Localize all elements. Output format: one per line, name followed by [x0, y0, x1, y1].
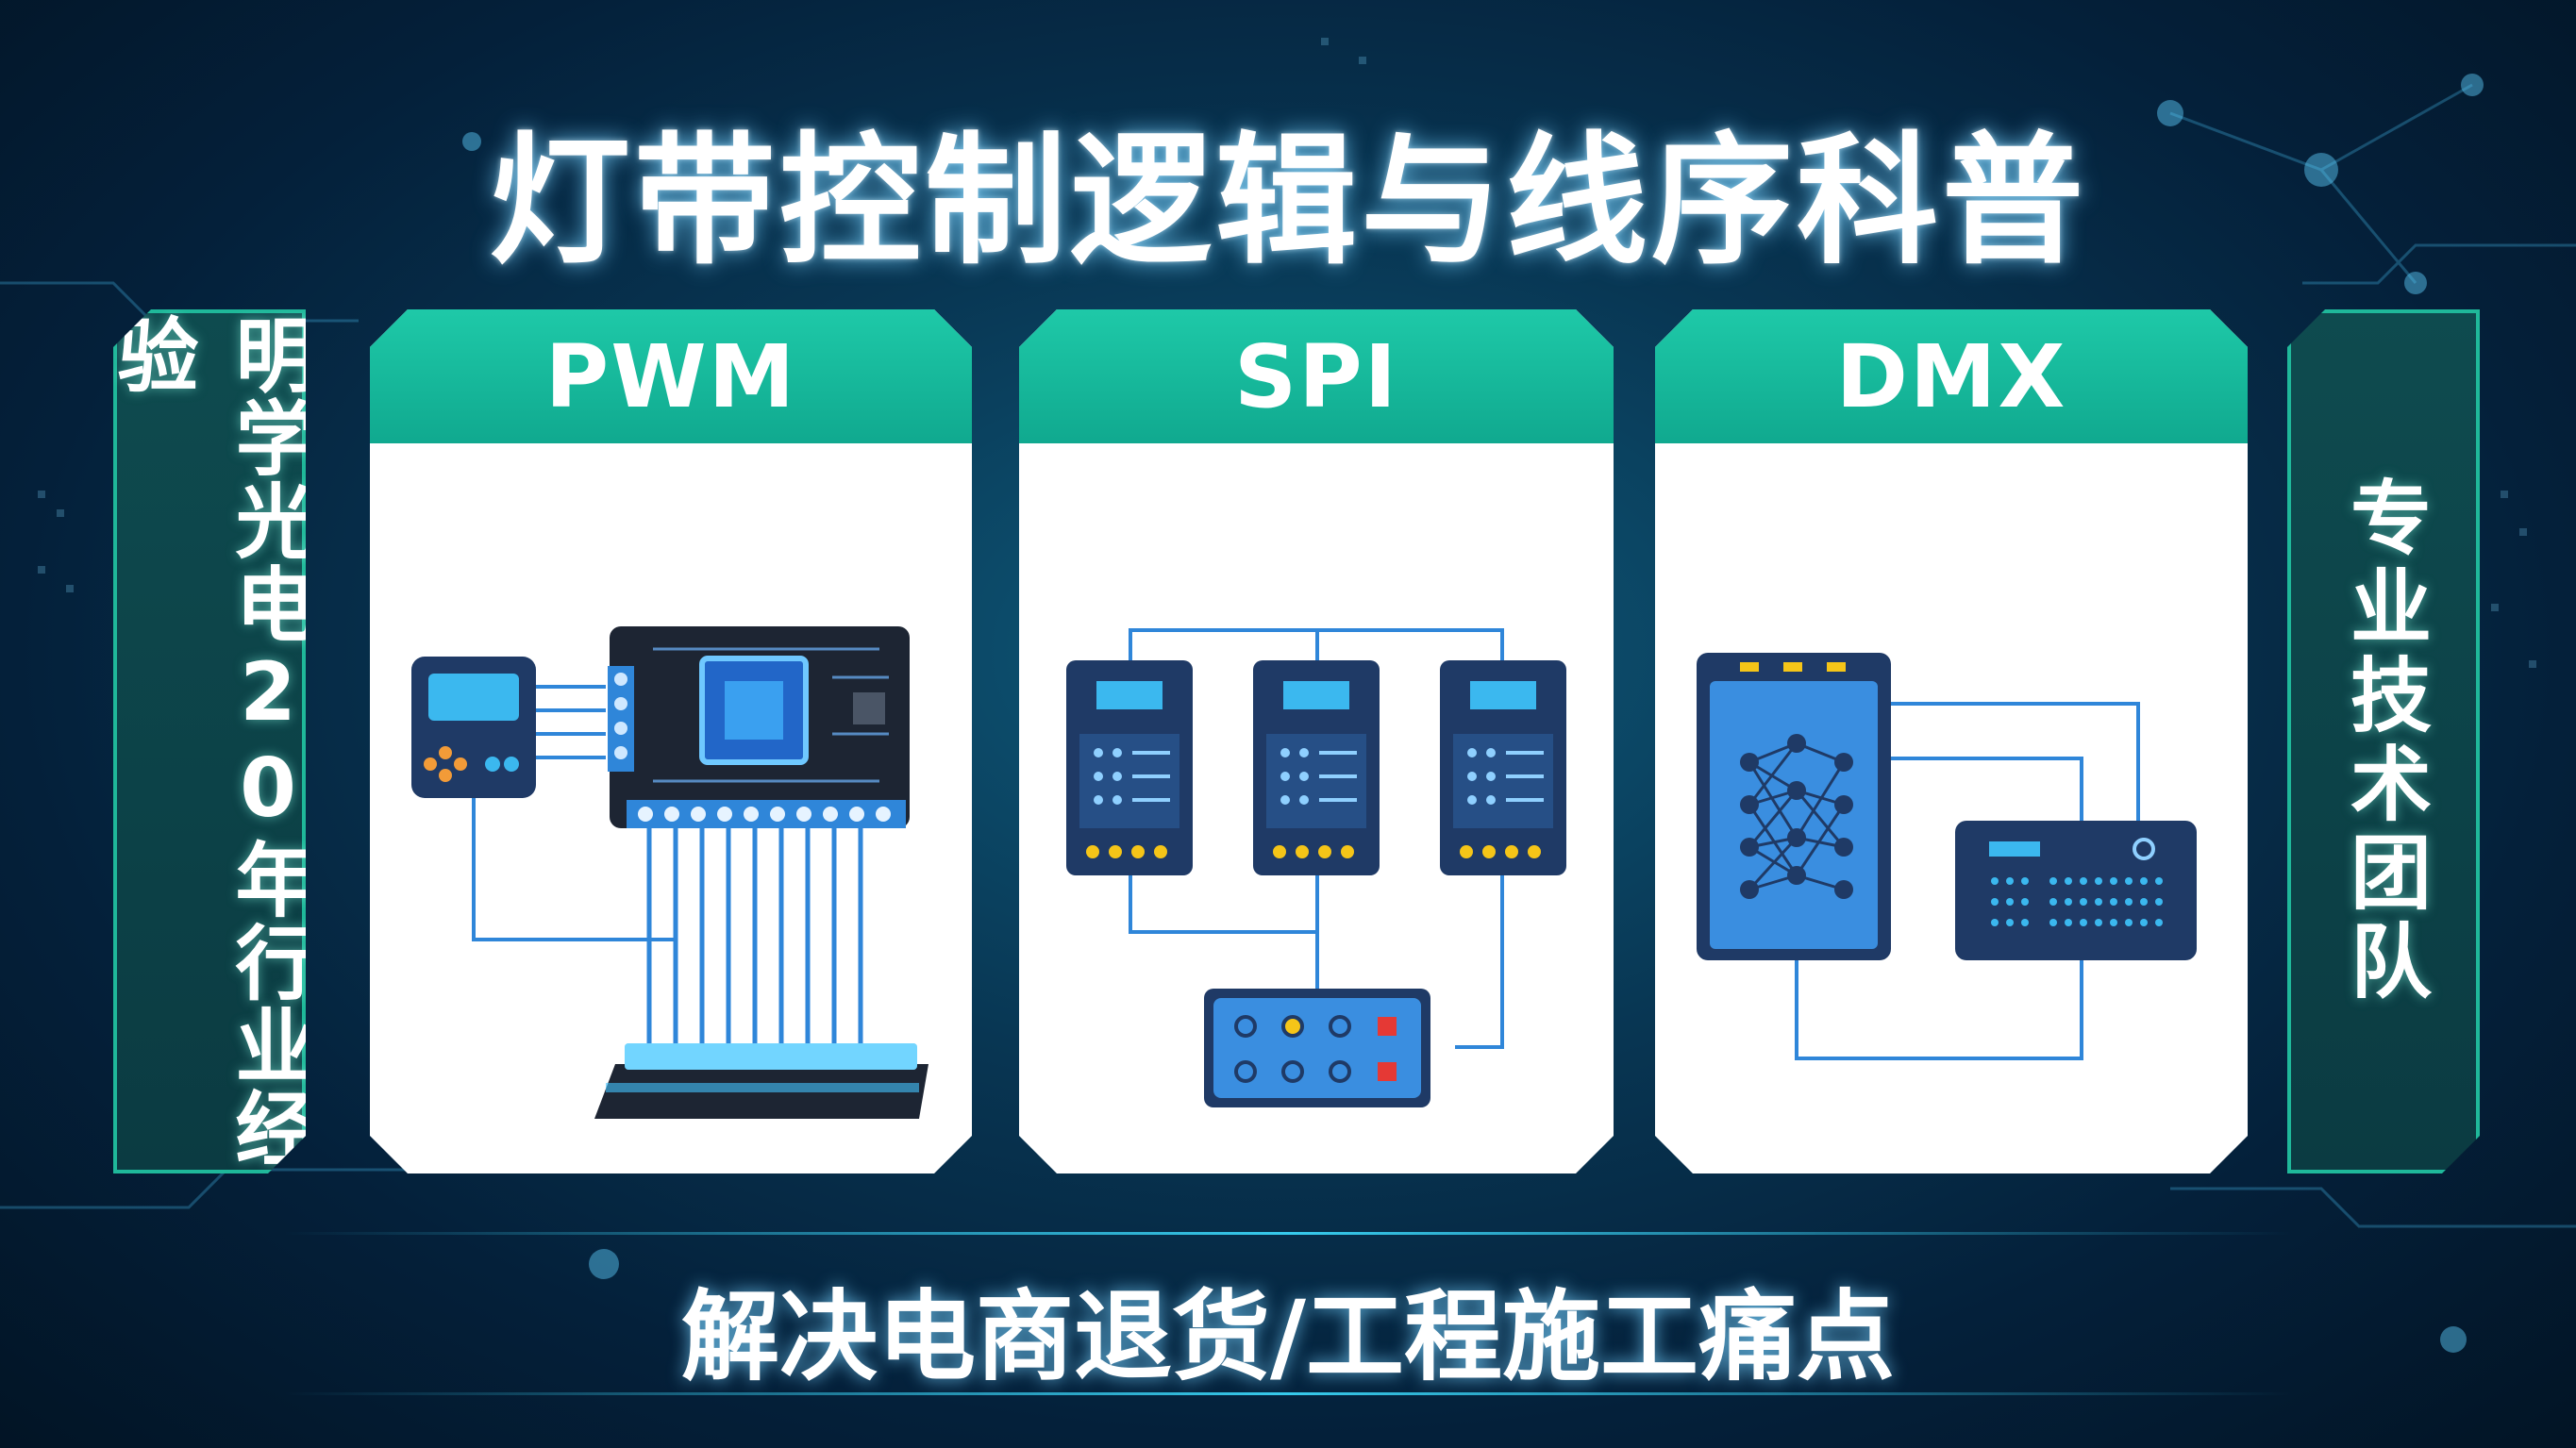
spi-controller-1-icon [1066, 660, 1193, 875]
card-pwm-header: PWM [370, 309, 972, 443]
card-spi: SPI [1019, 309, 1614, 1173]
side-panel-left: 明学光电20年行业经验 [113, 309, 306, 1173]
spi-diagram [1019, 309, 1614, 1173]
spi-controller-3-icon [1440, 660, 1566, 875]
dmx-diagram [1655, 309, 2248, 1173]
card-dmx-header: DMX [1655, 309, 2248, 443]
dmx-decoder-icon [1955, 821, 2197, 960]
spi-controller-2-icon [1253, 660, 1380, 875]
divider-top [283, 1232, 2293, 1235]
pwm-diagram [370, 309, 972, 1173]
page-subtitle: 解决电商退货/工程施工痛点 [681, 1279, 1895, 1394]
page-title: 灯带控制逻辑与线序科普 [488, 120, 2087, 284]
card-pwm: PWM [370, 309, 972, 1173]
side-panel-right-text: 专业技术团队 [2335, 475, 2431, 1007]
divider-bottom [283, 1392, 2293, 1395]
spi-hub-icon [1204, 989, 1430, 1107]
card-spi-header: SPI [1019, 309, 1614, 443]
dmx-controller-icon [1697, 653, 1891, 960]
side-panel-right: 专业技术团队 [2287, 309, 2480, 1173]
side-panel-left-text: 明学光电20年行业经验 [103, 313, 315, 1170]
card-dmx: DMX [1655, 309, 2248, 1173]
